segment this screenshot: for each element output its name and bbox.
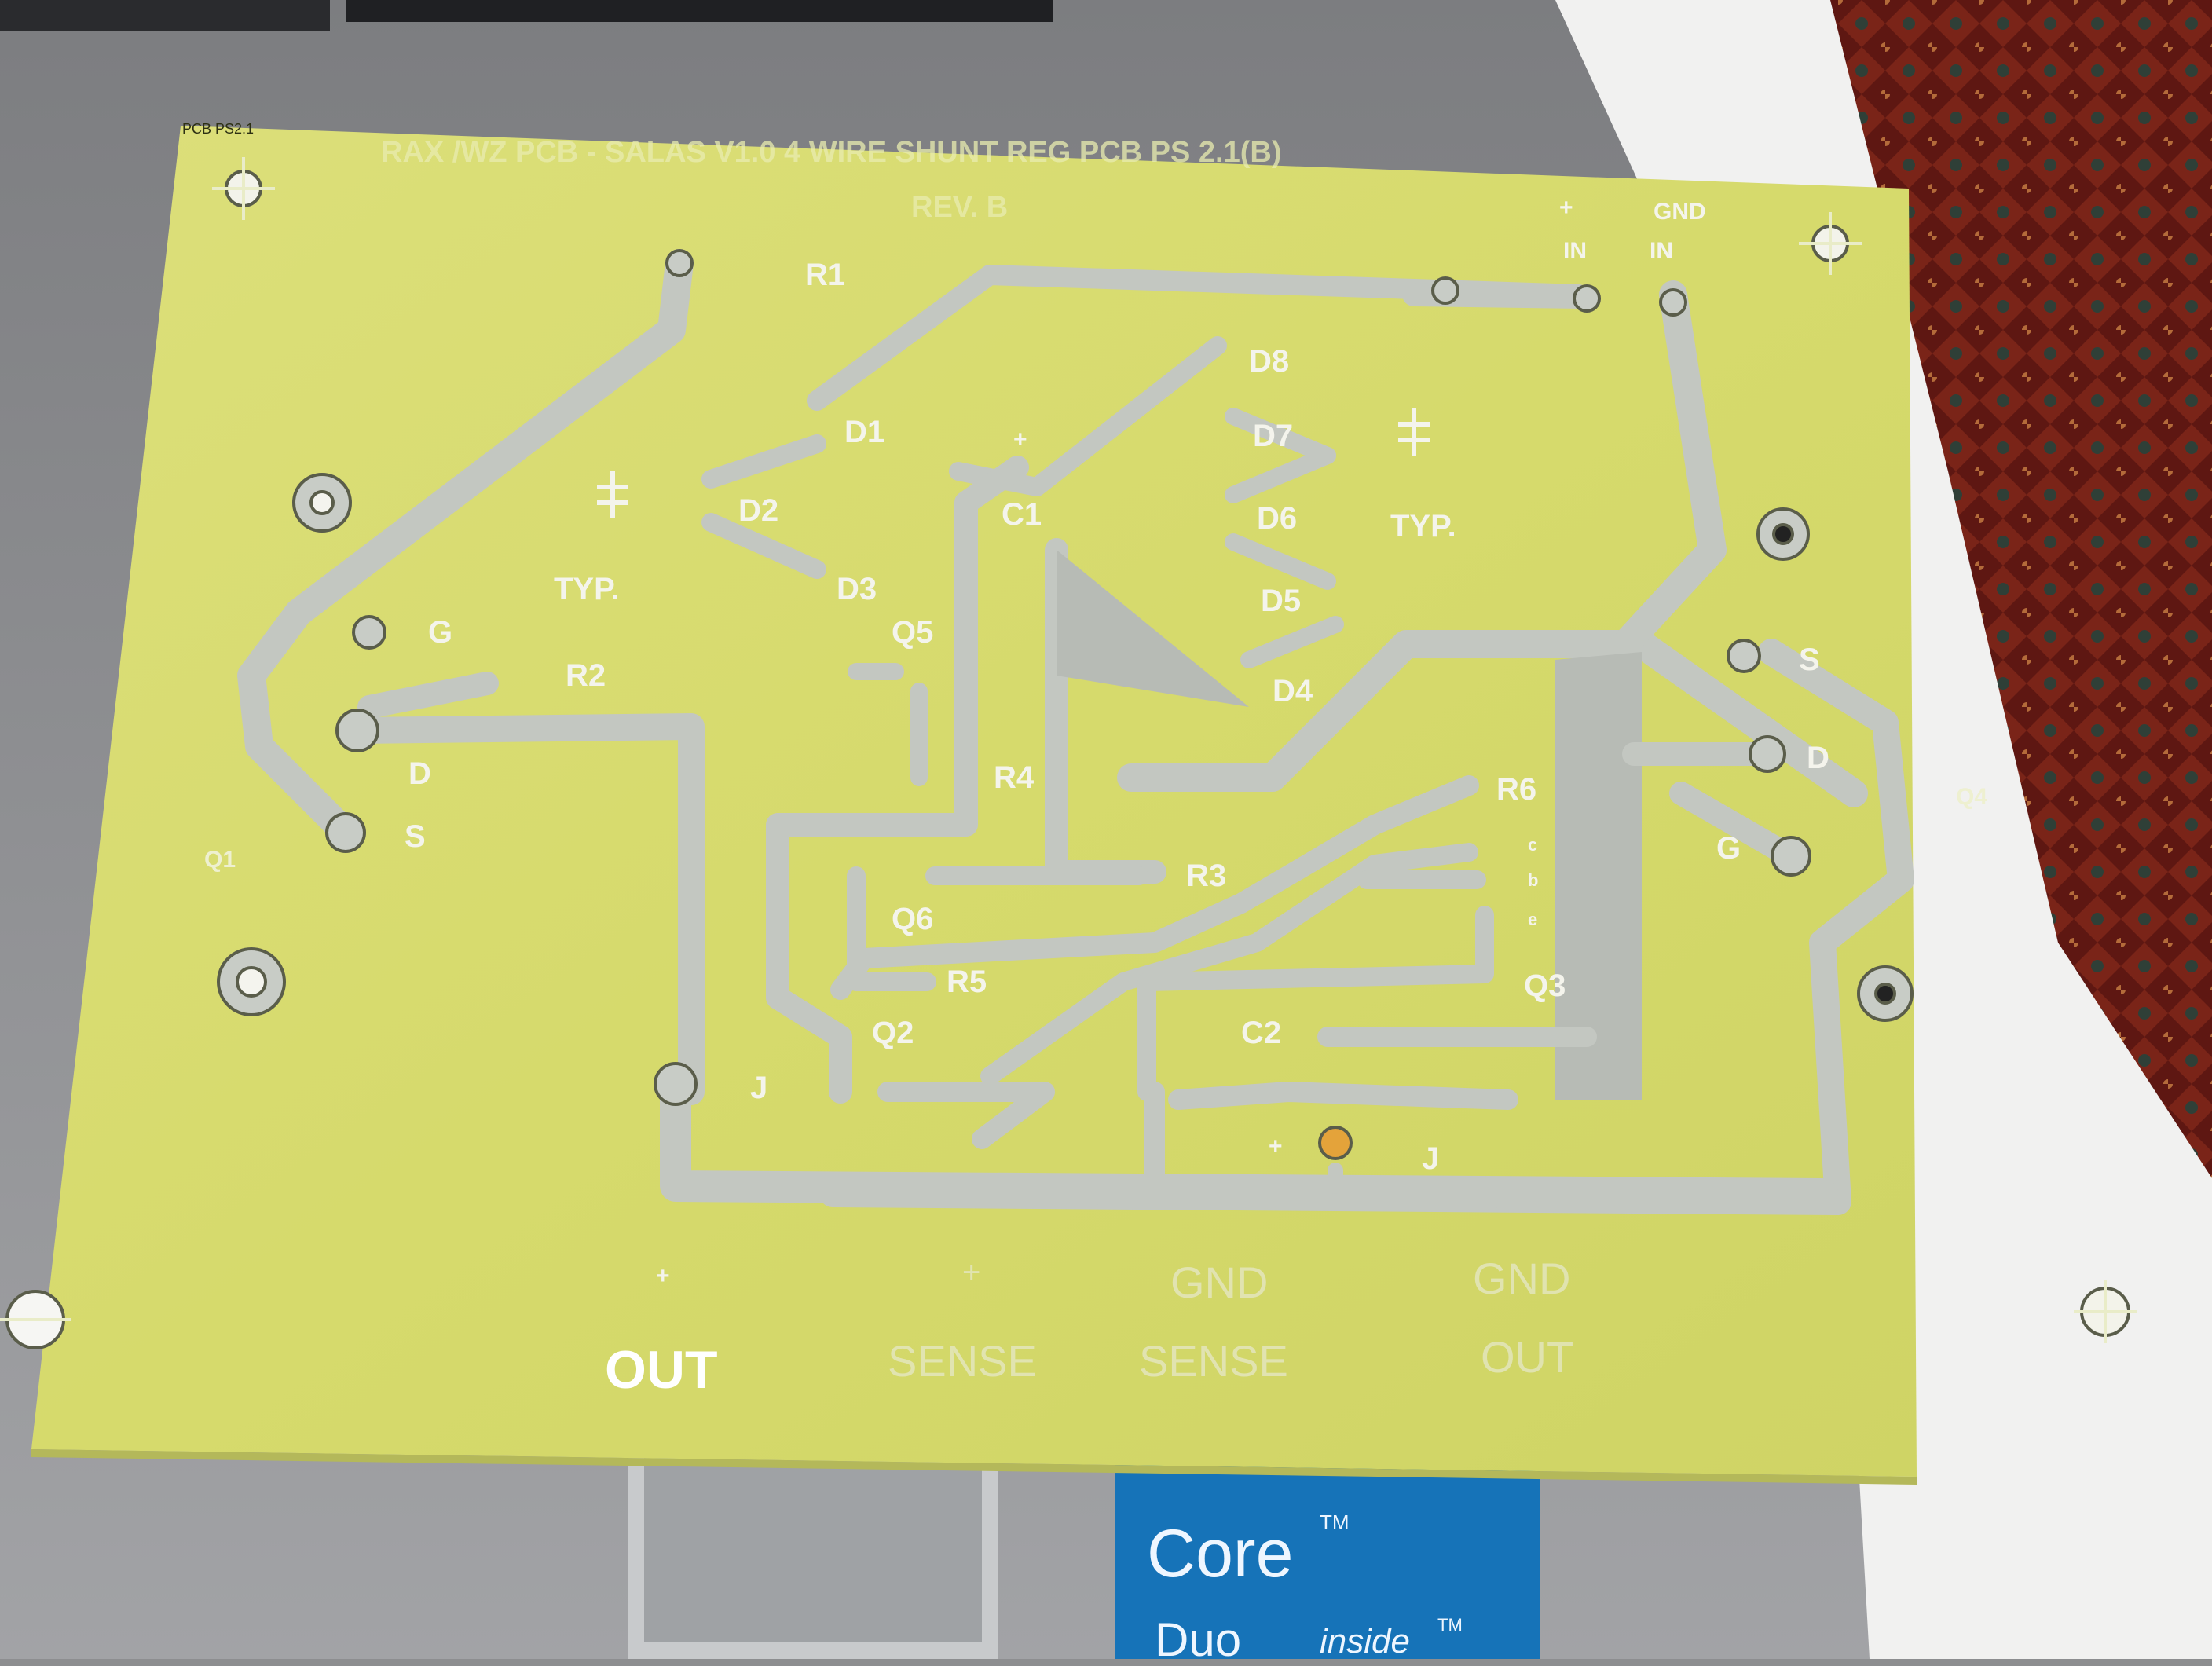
laptop-edge bbox=[0, 0, 330, 31]
sticker-line: Duo bbox=[1155, 1613, 1242, 1666]
label-mosfet-right-s: S bbox=[1799, 643, 1820, 677]
label-Q4: Q4 bbox=[1956, 784, 1988, 810]
label-gnd-sense-2: SENSE bbox=[1139, 1336, 1288, 1386]
label-Q3: Q3 bbox=[1524, 968, 1566, 1003]
label-mosfet-left-d: D bbox=[408, 756, 431, 791]
label-jumper-1: J bbox=[750, 1071, 768, 1105]
diode-symbol-left bbox=[597, 471, 628, 518]
label-R1: R1 bbox=[805, 258, 846, 292]
label-D3: D3 bbox=[837, 572, 877, 606]
label-Q5: Q5 bbox=[892, 615, 934, 650]
label-q3-e: e bbox=[1528, 910, 1538, 929]
sticker-inside: inside bbox=[1320, 1622, 1410, 1661]
label-jumper-2: J bbox=[1422, 1141, 1440, 1176]
pcb-revision: REV. B bbox=[911, 191, 1009, 224]
label-D7: D7 bbox=[1253, 419, 1294, 453]
label-mosfet-right-d: D bbox=[1807, 741, 1829, 775]
label-mosfet-left-g: G bbox=[428, 615, 453, 650]
diode-symbol-right bbox=[1398, 408, 1430, 456]
label-D8: D8 bbox=[1249, 344, 1290, 379]
pcb-title: RAX /WZ PCB - SALAS V1.0 4 WIRE SHUNT RE… bbox=[381, 136, 1282, 169]
label-mosfet-right-g: G bbox=[1716, 831, 1741, 866]
sticker-tm: TM bbox=[1320, 1510, 1350, 1534]
pcb-header-small: PCB PS2.1 bbox=[182, 121, 255, 137]
label-R4: R4 bbox=[994, 760, 1035, 795]
label-in-2: IN bbox=[1650, 238, 1673, 264]
label-gnd-sense-1: GND bbox=[1170, 1258, 1269, 1307]
label-D4: D4 bbox=[1273, 674, 1313, 709]
label-out: OUT bbox=[605, 1340, 718, 1400]
label-D1: D1 bbox=[844, 415, 885, 449]
sticker-tm-2: TM bbox=[1437, 1615, 1463, 1635]
label-mosfet-left-s: S bbox=[405, 819, 426, 854]
label-out-plus: + bbox=[656, 1263, 670, 1289]
label-typ-left: TYP. bbox=[554, 572, 620, 606]
laptop-vent bbox=[346, 0, 1053, 22]
label-typ-right: TYP. bbox=[1390, 509, 1456, 544]
label-Q1: Q1 bbox=[204, 847, 236, 873]
label-in-gnd: GND bbox=[1654, 199, 1706, 225]
label-in-1: IN bbox=[1563, 238, 1587, 264]
label-gnd-out-1: GND bbox=[1473, 1254, 1571, 1303]
label-C1-plus: + bbox=[1013, 427, 1027, 452]
label-D2: D2 bbox=[738, 493, 779, 528]
label-D5: D5 bbox=[1261, 584, 1302, 618]
label-D6: D6 bbox=[1257, 501, 1298, 536]
label-R3: R3 bbox=[1186, 859, 1227, 893]
label-Q2: Q2 bbox=[872, 1016, 914, 1050]
crosshair-marks bbox=[0, 157, 2137, 1343]
label-plus-mid: + bbox=[1269, 1133, 1283, 1159]
label-q3-c: c bbox=[1528, 835, 1538, 855]
label-gnd-out-2: OUT bbox=[1481, 1332, 1574, 1382]
label-sense-plus: + bbox=[962, 1255, 981, 1290]
label-C1: C1 bbox=[1002, 497, 1042, 532]
sticker-brand: Core bbox=[1147, 1516, 1294, 1591]
label-R2: R2 bbox=[566, 658, 606, 693]
label-q3-b: b bbox=[1528, 870, 1539, 890]
rug bbox=[1830, 0, 2212, 1178]
label-sense: SENSE bbox=[888, 1336, 1037, 1386]
label-C2: C2 bbox=[1241, 1016, 1282, 1050]
label-in-plus: + bbox=[1559, 195, 1573, 221]
label-Q6: Q6 bbox=[892, 902, 934, 936]
label-R6: R6 bbox=[1496, 772, 1537, 807]
copper-traces bbox=[237, 249, 1914, 1215]
label-R5: R5 bbox=[947, 965, 987, 999]
